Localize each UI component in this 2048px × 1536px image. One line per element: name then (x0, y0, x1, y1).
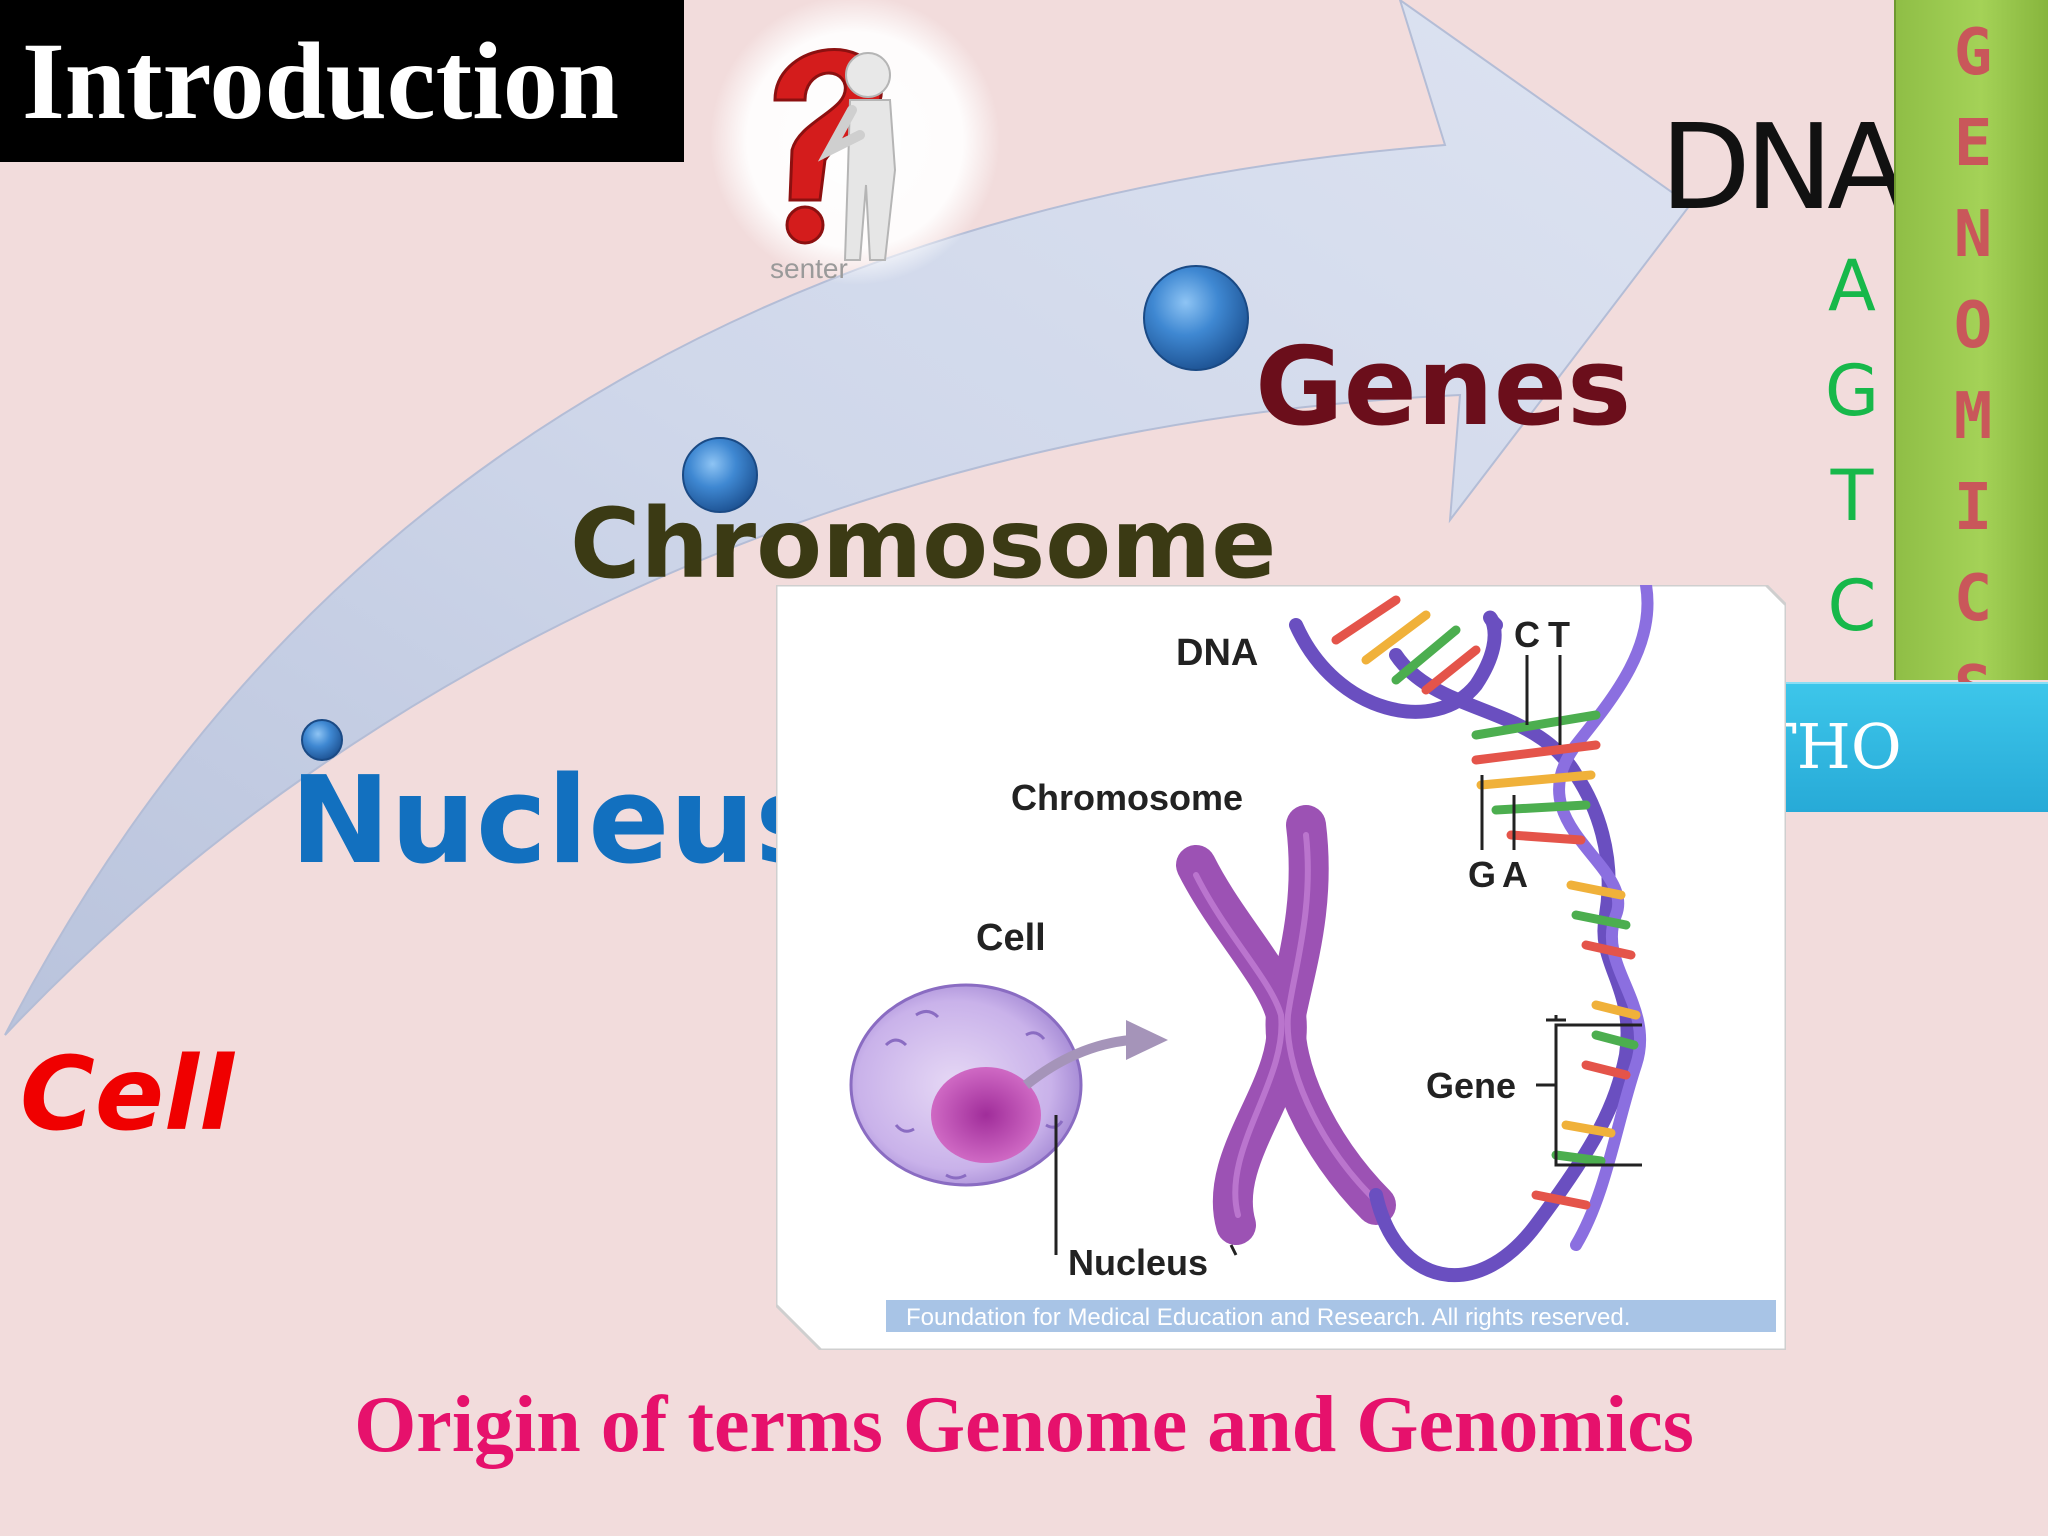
clipart-watermark: senter (770, 253, 848, 284)
question-person-icon (773, 48, 897, 261)
bullet-chromosome (682, 437, 758, 513)
genomics-bar: G E N O M I C S (1894, 0, 2048, 727)
figure-pointers (1054, 655, 1642, 1256)
base-g: G (1824, 350, 1880, 432)
bullet-nucleus (301, 719, 343, 761)
label-nucleus: Nucleus (290, 752, 827, 891)
genomics-letter: N (1953, 198, 1993, 272)
label-cell: Cell (20, 1035, 234, 1154)
cell-to-dna-illustration: DNA C T Chromosome G A Cell Gene Nucleus… (774, 579, 1788, 1352)
figure-nucleus-label: Nucleus (1068, 1242, 1208, 1283)
genomics-letter: E (1953, 107, 1993, 181)
genomics-letter: G (1953, 16, 1993, 90)
genomics-letter: M (1953, 380, 1993, 454)
cell-organelles-icon (884, 1010, 1064, 1180)
figure-cell-label: Cell (976, 917, 1046, 959)
label-genes: Genes (1255, 325, 1632, 450)
figure-dna-label: DNA (1176, 632, 1258, 674)
genomics-letter: I (1953, 471, 1993, 545)
figure-credit: Foundation for Medical Education and Res… (906, 1304, 1630, 1331)
label-chromosome: Chromosome (570, 488, 1277, 600)
bullet-genes (1143, 265, 1249, 371)
figure-chromosome-label: Chromosome (1011, 777, 1243, 818)
illustration-svg: DNA C T Chromosome G A Cell Gene Nucleus… (774, 579, 1788, 1352)
cell-to-chromosome-arrowhead (1126, 1020, 1168, 1060)
base-pairs-icon (1331, 595, 1641, 1210)
chromosome-texture-icon (1193, 832, 1375, 1218)
cell-nucleus-icon (931, 1067, 1041, 1163)
dna-heading: DNA (1660, 98, 1908, 236)
slide-caption: Origin of terms Genome and Genomics (354, 1381, 1694, 1469)
base-c: C (1827, 565, 1877, 647)
figure-base-g-bottom: G (1468, 854, 1496, 895)
figure-base-c-top: C (1514, 614, 1540, 655)
progression-arrow (4, 0, 1692, 1036)
credit-banner (886, 1300, 1776, 1332)
genomics-letter: C (1953, 562, 1993, 636)
cell-to-chromosome-arrow (1022, 1035, 1132, 1089)
genomics-letter: O (1953, 289, 1993, 363)
slide-title: Introduction (0, 0, 684, 162)
figure-base-a-bottom: A (1502, 854, 1528, 895)
base-t: T (1830, 455, 1874, 537)
base-a: A (1828, 245, 1876, 327)
dna-helix-icon (1289, 579, 1654, 1283)
figure-base-t-top: T (1548, 614, 1570, 655)
figure-gene-label: Gene (1426, 1065, 1516, 1106)
